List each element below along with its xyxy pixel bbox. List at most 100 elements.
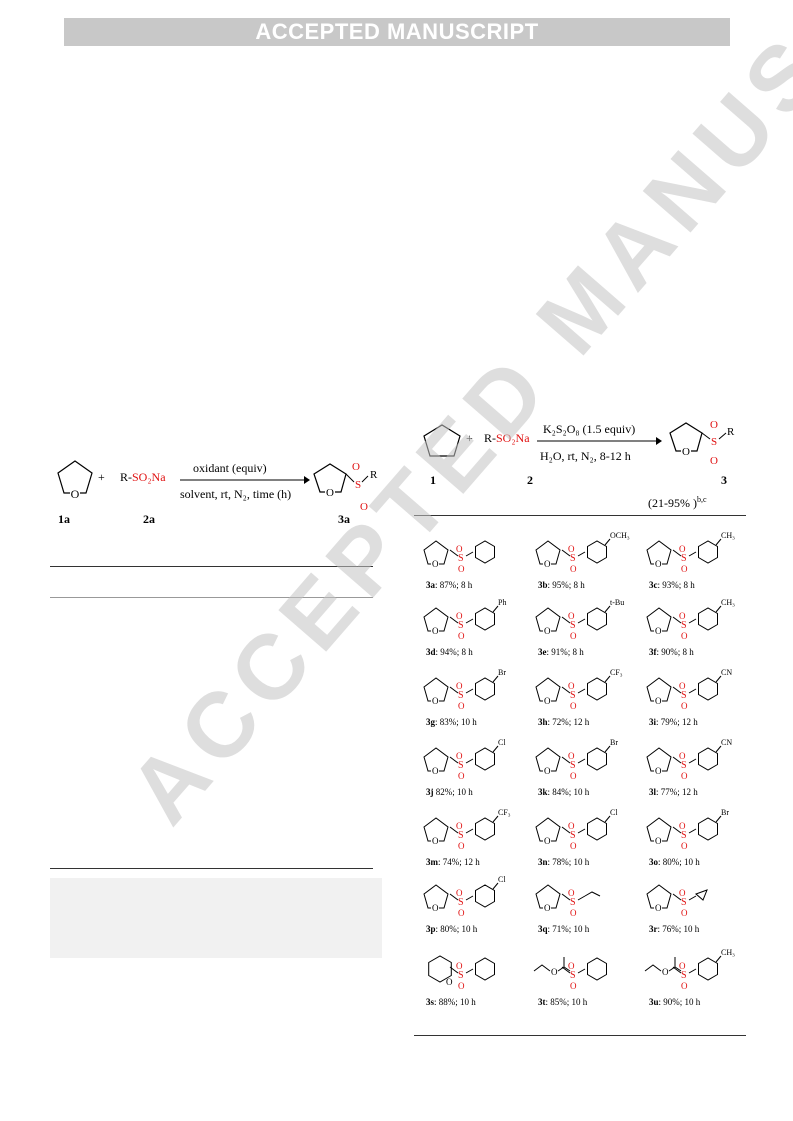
svg-text:S: S [570,830,576,841]
product-3-structure: O S O O R [669,419,735,467]
svg-text:O: O [681,564,688,574]
label-3a: 3a [338,512,350,526]
svg-text:O: O [432,766,439,776]
svg-text:O: O [681,771,688,781]
svg-text:O: O [681,631,688,641]
svg-text:O: O [568,681,575,691]
svg-text:O: O [570,631,577,641]
svg-text:S: S [458,897,464,908]
svg-text:O: O [568,888,575,898]
svg-text:O: O [432,836,439,846]
svg-text:Cl: Cl [498,738,506,747]
product-caption-3p: 3p: 80%; 10 h [426,924,478,934]
svg-text:O: O [544,766,551,776]
svg-text:O: O [432,903,439,913]
svg-text:O: O [458,981,465,991]
thf-structure-1a: O [57,460,93,501]
svg-text:O: O [432,559,439,569]
svg-text:O: O [570,771,577,781]
svg-text:O: O [679,821,686,831]
svg-text:CF₃: CF₃ [498,808,511,817]
svg-text:S: S [458,970,464,981]
svg-text:S: S [681,760,687,771]
svg-text:CH₃: CH₃ [721,531,735,540]
condition-top: oxidant (equiv) [193,461,267,475]
svg-text:O: O [681,981,688,991]
reagent-2a: R-SO₂Na [120,470,166,484]
condition-bottom: H₂O, rt, N₂, 8-12 h [540,449,631,463]
svg-text:R: R [370,469,378,481]
footnote-box [50,878,382,958]
svg-text:O: O [458,841,465,851]
svg-text:O: O [456,611,463,621]
product-caption-3g: 3g: 83%; 10 h [426,717,477,727]
product-caption-3q: 3q: 71%; 10 h [538,924,590,934]
svg-text:S: S [570,690,576,701]
svg-text:S: S [458,830,464,841]
svg-text:O: O [710,455,718,467]
svg-text:S: S [458,690,464,701]
svg-text:Br: Br [498,668,506,677]
label-3: 3 [721,473,727,487]
table-rule [414,1035,746,1036]
svg-text:O: O [570,908,577,918]
svg-text:O: O [655,696,662,706]
svg-text:O: O [456,888,463,898]
svg-text:Cl: Cl [610,808,618,817]
thf-structure-1 [423,424,461,457]
condition-top: K₂S₂O₈ (1.5 equiv) [543,422,636,436]
product-3a-structure: O S O O R [313,461,378,513]
product-caption-3b: 3b: 95%; 8 h [538,580,585,590]
svg-text:S: S [570,620,576,631]
product-caption-3l: 3l: 77%; 12 h [649,787,698,797]
svg-text:O: O [432,696,439,706]
svg-text:Br: Br [610,738,618,747]
svg-text:S: S [711,436,717,448]
svg-text:S: S [681,553,687,564]
svg-text:O: O [679,611,686,621]
svg-text:Br: Br [721,808,729,817]
svg-text:O: O [456,821,463,831]
svg-text:O: O [458,908,465,918]
svg-text:O: O [570,841,577,851]
product-caption-3c: 3c: 93%; 8 h [649,580,695,590]
svg-text:O: O [432,626,439,636]
svg-text:CF₃: CF₃ [610,668,623,677]
condition-bottom: solvent, rt, N₂, time (h) [180,487,292,501]
product-caption-3s: 3s: 88%; 10 h [426,997,476,1007]
svg-text:O: O [681,841,688,851]
product-caption-3d: 3d: 94%; 8 h [426,647,473,657]
svg-text:O: O [655,903,662,913]
svg-text:O: O [544,836,551,846]
label-2: 2 [527,473,533,487]
svg-text:O: O [544,696,551,706]
svg-text:O: O [456,751,463,761]
product-caption-3u: 3u: 90%; 10 h [649,997,701,1007]
product-caption-3o: 3o: 80%; 10 h [649,857,700,867]
plus-sign: + [98,470,105,484]
svg-text:O: O [458,701,465,711]
svg-text:O: O [456,544,463,554]
svg-text:O: O [655,559,662,569]
accepted-manuscript-banner: ACCEPTED MANUSCRIPT [64,18,730,46]
svg-text:O: O [570,564,577,574]
svg-text:O: O [679,751,686,761]
reaction-arrow [537,437,662,445]
table-rule [50,566,373,567]
svg-text:O: O [456,681,463,691]
svg-text:O: O [458,771,465,781]
svg-text:S: S [458,553,464,564]
label-2a: 2a [143,512,155,526]
label-1: 1 [430,473,436,487]
svg-text:CH₃: CH₃ [721,598,735,607]
svg-text:O: O [570,701,577,711]
